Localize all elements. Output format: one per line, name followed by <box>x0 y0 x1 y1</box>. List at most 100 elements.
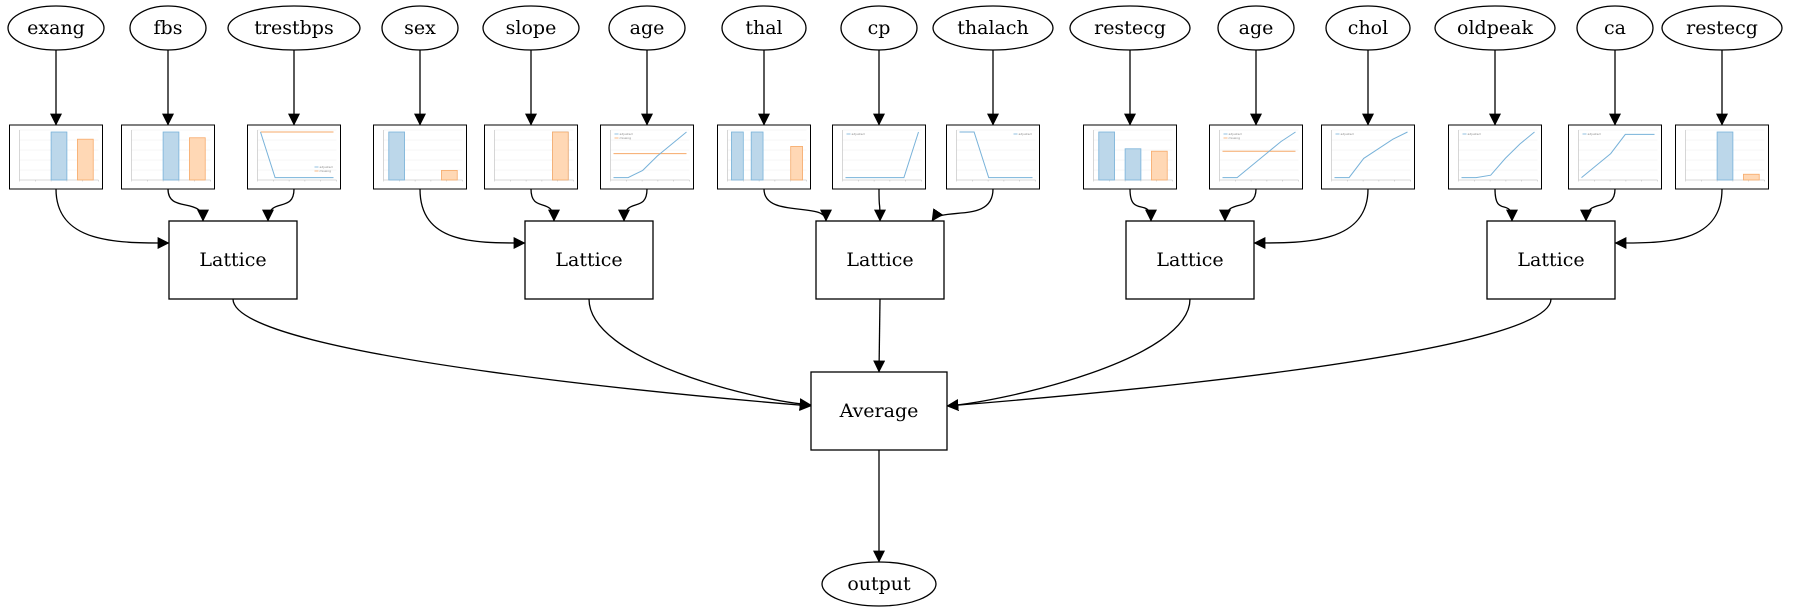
input-ellipse <box>1069 5 1191 51</box>
plot-bar-adjusted <box>731 131 744 181</box>
legend-label-adjusted: adjusted <box>1468 132 1481 136</box>
input-label: oldpeak <box>1457 17 1533 39</box>
calibration-plot-14: adjusted <box>1568 124 1662 190</box>
input-node-thal-6: thal <box>721 5 807 51</box>
input-ellipse <box>1217 5 1295 51</box>
lattice-box <box>1486 220 1616 300</box>
calibration-plot-12: adjusted <box>1321 124 1415 190</box>
input-label: cp <box>868 17 891 39</box>
calibration-plot-4 <box>373 124 467 190</box>
edge-plot-to-lattice-4 <box>419 188 526 250</box>
edge-plot-to-lattice-8 <box>873 188 886 222</box>
legend-label-missing: missing <box>320 169 332 173</box>
edge-plot-to-lattice-13 <box>1494 188 1518 222</box>
legend-label-missing: missing <box>620 136 632 140</box>
calibration-plot-15 <box>1675 124 1769 190</box>
plot-frame <box>1321 124 1415 190</box>
input-label: ca <box>1604 17 1626 39</box>
lattice-node-4: Lattice <box>1125 220 1255 300</box>
edge-plot-to-lattice-7 <box>763 188 832 222</box>
input-label: age <box>630 17 665 39</box>
plot-bar-adjusted <box>50 131 68 181</box>
output-node: output <box>821 561 937 607</box>
lattice-node-5: Lattice <box>1486 220 1616 300</box>
plot-bar-adjusted <box>1098 131 1115 181</box>
edge-plot-to-lattice-9 <box>931 188 994 222</box>
plot-line-adjusted <box>260 131 334 179</box>
input-node-restecg-14: restecg <box>1661 5 1783 51</box>
input-node-thalach-8: thalach <box>932 5 1054 51</box>
plot-bar-missing <box>790 145 803 181</box>
legend-label-missing: missing <box>1229 136 1241 140</box>
edge-lattice-to-average-5 <box>946 298 1552 412</box>
input-ellipse <box>1434 5 1556 51</box>
input-ellipse <box>932 5 1054 51</box>
plot-mini-legend: adjusted <box>846 132 865 136</box>
edge-plot-to-lattice-2 <box>167 188 209 222</box>
input-node-oldpeak-12: oldpeak <box>1434 5 1556 51</box>
input-label: thalach <box>957 17 1028 39</box>
legend-label-adjusted: adjusted <box>320 165 333 169</box>
plot-frame <box>247 124 341 190</box>
legend-label-adjusted: adjusted <box>1588 132 1601 136</box>
plot-mini-legend: adjusted <box>1582 132 1601 136</box>
lattice-box <box>1125 220 1255 300</box>
calibration-plot-2 <box>121 124 215 190</box>
input-node-sex-3: sex <box>381 5 459 51</box>
edge-lattice-to-average-1 <box>232 298 812 412</box>
edge-plot-to-lattice-11 <box>1219 188 1257 222</box>
input-node-chol-11: chol <box>1325 5 1411 51</box>
edge-plot-to-lattice-1 <box>55 188 170 250</box>
input-ellipse <box>840 5 918 51</box>
input-node-fbs-1: fbs <box>129 5 207 51</box>
edge-lattice-to-average-2 <box>588 298 812 411</box>
input-node-restecg-9: restecg <box>1069 5 1191 51</box>
plot-line-adjusted <box>1461 131 1535 179</box>
calibration-plot-7 <box>717 124 811 190</box>
plot-mini-legend: adjusted <box>1013 132 1032 136</box>
plot-bar-missing <box>1743 173 1760 181</box>
input-ellipse <box>381 5 459 51</box>
lattice-label: Lattice <box>846 249 913 271</box>
plot-bar-missing <box>441 169 458 181</box>
lattice-label: Lattice <box>555 249 622 271</box>
edge-plot-to-lattice-5 <box>530 188 560 222</box>
lattice-node-1: Lattice <box>168 220 298 300</box>
lattice-box <box>168 220 298 300</box>
plot-mini-legend: adjusted <box>1335 132 1354 136</box>
input-node-ca-13: ca <box>1576 5 1654 51</box>
plot-bar-missing <box>1151 150 1168 181</box>
plot-line-adjusted <box>613 131 687 179</box>
plot-frame <box>600 124 694 190</box>
lattice-label: Lattice <box>199 249 266 271</box>
calibration-plot-8: adjusted <box>832 124 926 190</box>
legend-label-adjusted: adjusted <box>620 132 633 136</box>
average-node: Average <box>810 371 948 451</box>
plot-bar-missing <box>552 131 569 181</box>
lattice-label: Lattice <box>1517 249 1584 271</box>
input-node-trestbps-2: trestbps <box>227 5 361 51</box>
calibration-plot-5 <box>484 124 578 190</box>
input-label: restecg <box>1686 17 1758 39</box>
input-label: thal <box>745 17 782 39</box>
edge-plot-to-lattice-3 <box>262 188 295 222</box>
input-ellipse <box>227 5 361 51</box>
input-ellipse <box>1325 5 1411 51</box>
average-box <box>810 371 948 451</box>
input-label: exang <box>27 17 85 39</box>
output-ellipse <box>821 561 937 607</box>
plot-frame <box>946 124 1040 190</box>
edge-plot-to-lattice-14 <box>1580 188 1616 222</box>
plot-bar-adjusted <box>1124 148 1142 181</box>
plot-line-adjusted <box>845 131 919 179</box>
plot-line-adjusted <box>959 131 1033 179</box>
input-label: sex <box>404 17 436 39</box>
plot-bar-adjusted <box>388 131 405 181</box>
plot-bar-missing <box>189 137 206 181</box>
plot-mini-legend: adjusted <box>1462 132 1481 136</box>
input-ellipse <box>482 5 580 51</box>
